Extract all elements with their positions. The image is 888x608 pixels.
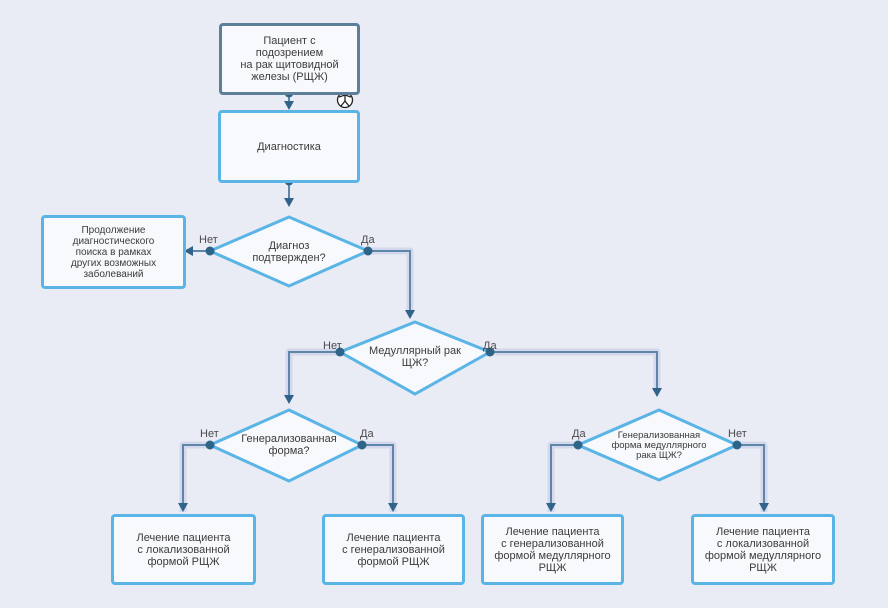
decision-shapes [206,215,741,483]
decision-medullary-shape [336,320,494,396]
treat-localized-medullary-node-label: Лечение пациента с локализованной формой… [704,525,822,574]
edge-label-no: Нет [323,340,342,352]
arrow-head [284,101,294,110]
edge-no-generalized [288,351,340,398]
decision-diagnosis-shape [206,215,372,288]
connector-dot [335,347,345,357]
arrow-head [178,503,188,512]
decision-medullary-label: Медуллярный рак ЩЖ? [369,345,461,369]
connector-dot [205,440,215,450]
decision-generalized-medullary-shape [574,408,741,482]
decision-generalized-medullary-label: Генерализованная форма медуллярного рака… [611,430,707,461]
arrow-head [184,246,193,256]
edge-yes-medullary [368,250,411,313]
decision-diagnosis-label: Диагноз подтвержден? [252,240,326,264]
start-node: Пациент с подозрением на рак щитовидной … [219,23,360,95]
treat-generalized-node: Лечение пациента с генерализованной форм… [322,514,465,585]
arrow-head [284,395,294,404]
edge-no-loc-medullary [737,444,765,506]
diagnostics-node-label: Диагностика [257,140,321,153]
connector-dots [205,88,742,450]
decision-generalized-shape [206,408,366,483]
treat-localized-medullary-node: Лечение пациента с локализованной формой… [691,514,835,585]
arrow-head [546,503,556,512]
edge-yes-generalized [362,444,394,506]
start-node-label: Пациент с подозрением на рак щитовидной … [240,35,339,83]
connector-dot [732,440,742,450]
edge-label-yes: Да [572,428,586,440]
continue-search-node-label: Продолжение диагностического поиска в ра… [70,224,157,280]
decision-generalized-label: Генерализованная форма? [241,433,337,457]
edge-label-yes: Да [361,234,375,246]
arrow-head [284,198,294,207]
connectors [182,93,765,506]
edge-no-localized [182,444,210,506]
connector-dot [363,246,373,256]
arrow-head [388,503,398,512]
arrow-head [759,503,769,512]
arrow-head [652,388,662,397]
treat-generalized-node-label: Лечение пациента с генерализованной форм… [342,531,445,568]
edge-label-yes: Да [360,428,374,440]
treat-generalized-medullary-node: Лечение пациента с генерализованной форм… [481,514,624,585]
person-badge-icon [336,91,354,109]
edge-label-no: Нет [200,428,219,440]
treat-localized-node: Лечение пациента с локализованной формой… [111,514,256,585]
edge-label-yes: Да [483,340,497,352]
treat-localized-node-label: Лечение пациента с локализованной формой… [136,531,231,568]
continue-search-node: Продолжение диагностического поиска в ра… [41,215,186,289]
edge-label-no: Нет [728,428,747,440]
edge-yes-generalized-medullary [490,351,658,391]
edge-label-no: Нет [199,234,218,246]
treat-generalized-medullary-node-label: Лечение пациента с генерализованной форм… [494,525,611,574]
connector-dot [205,246,215,256]
edge-yes-gen-medullary [550,444,578,506]
connector-dot [485,347,495,357]
diagnostics-node: Диагностика [218,110,360,183]
connector-dot [357,440,367,450]
arrow-head [405,310,415,319]
connector-dot [573,440,583,450]
arrow-heads [178,101,769,512]
